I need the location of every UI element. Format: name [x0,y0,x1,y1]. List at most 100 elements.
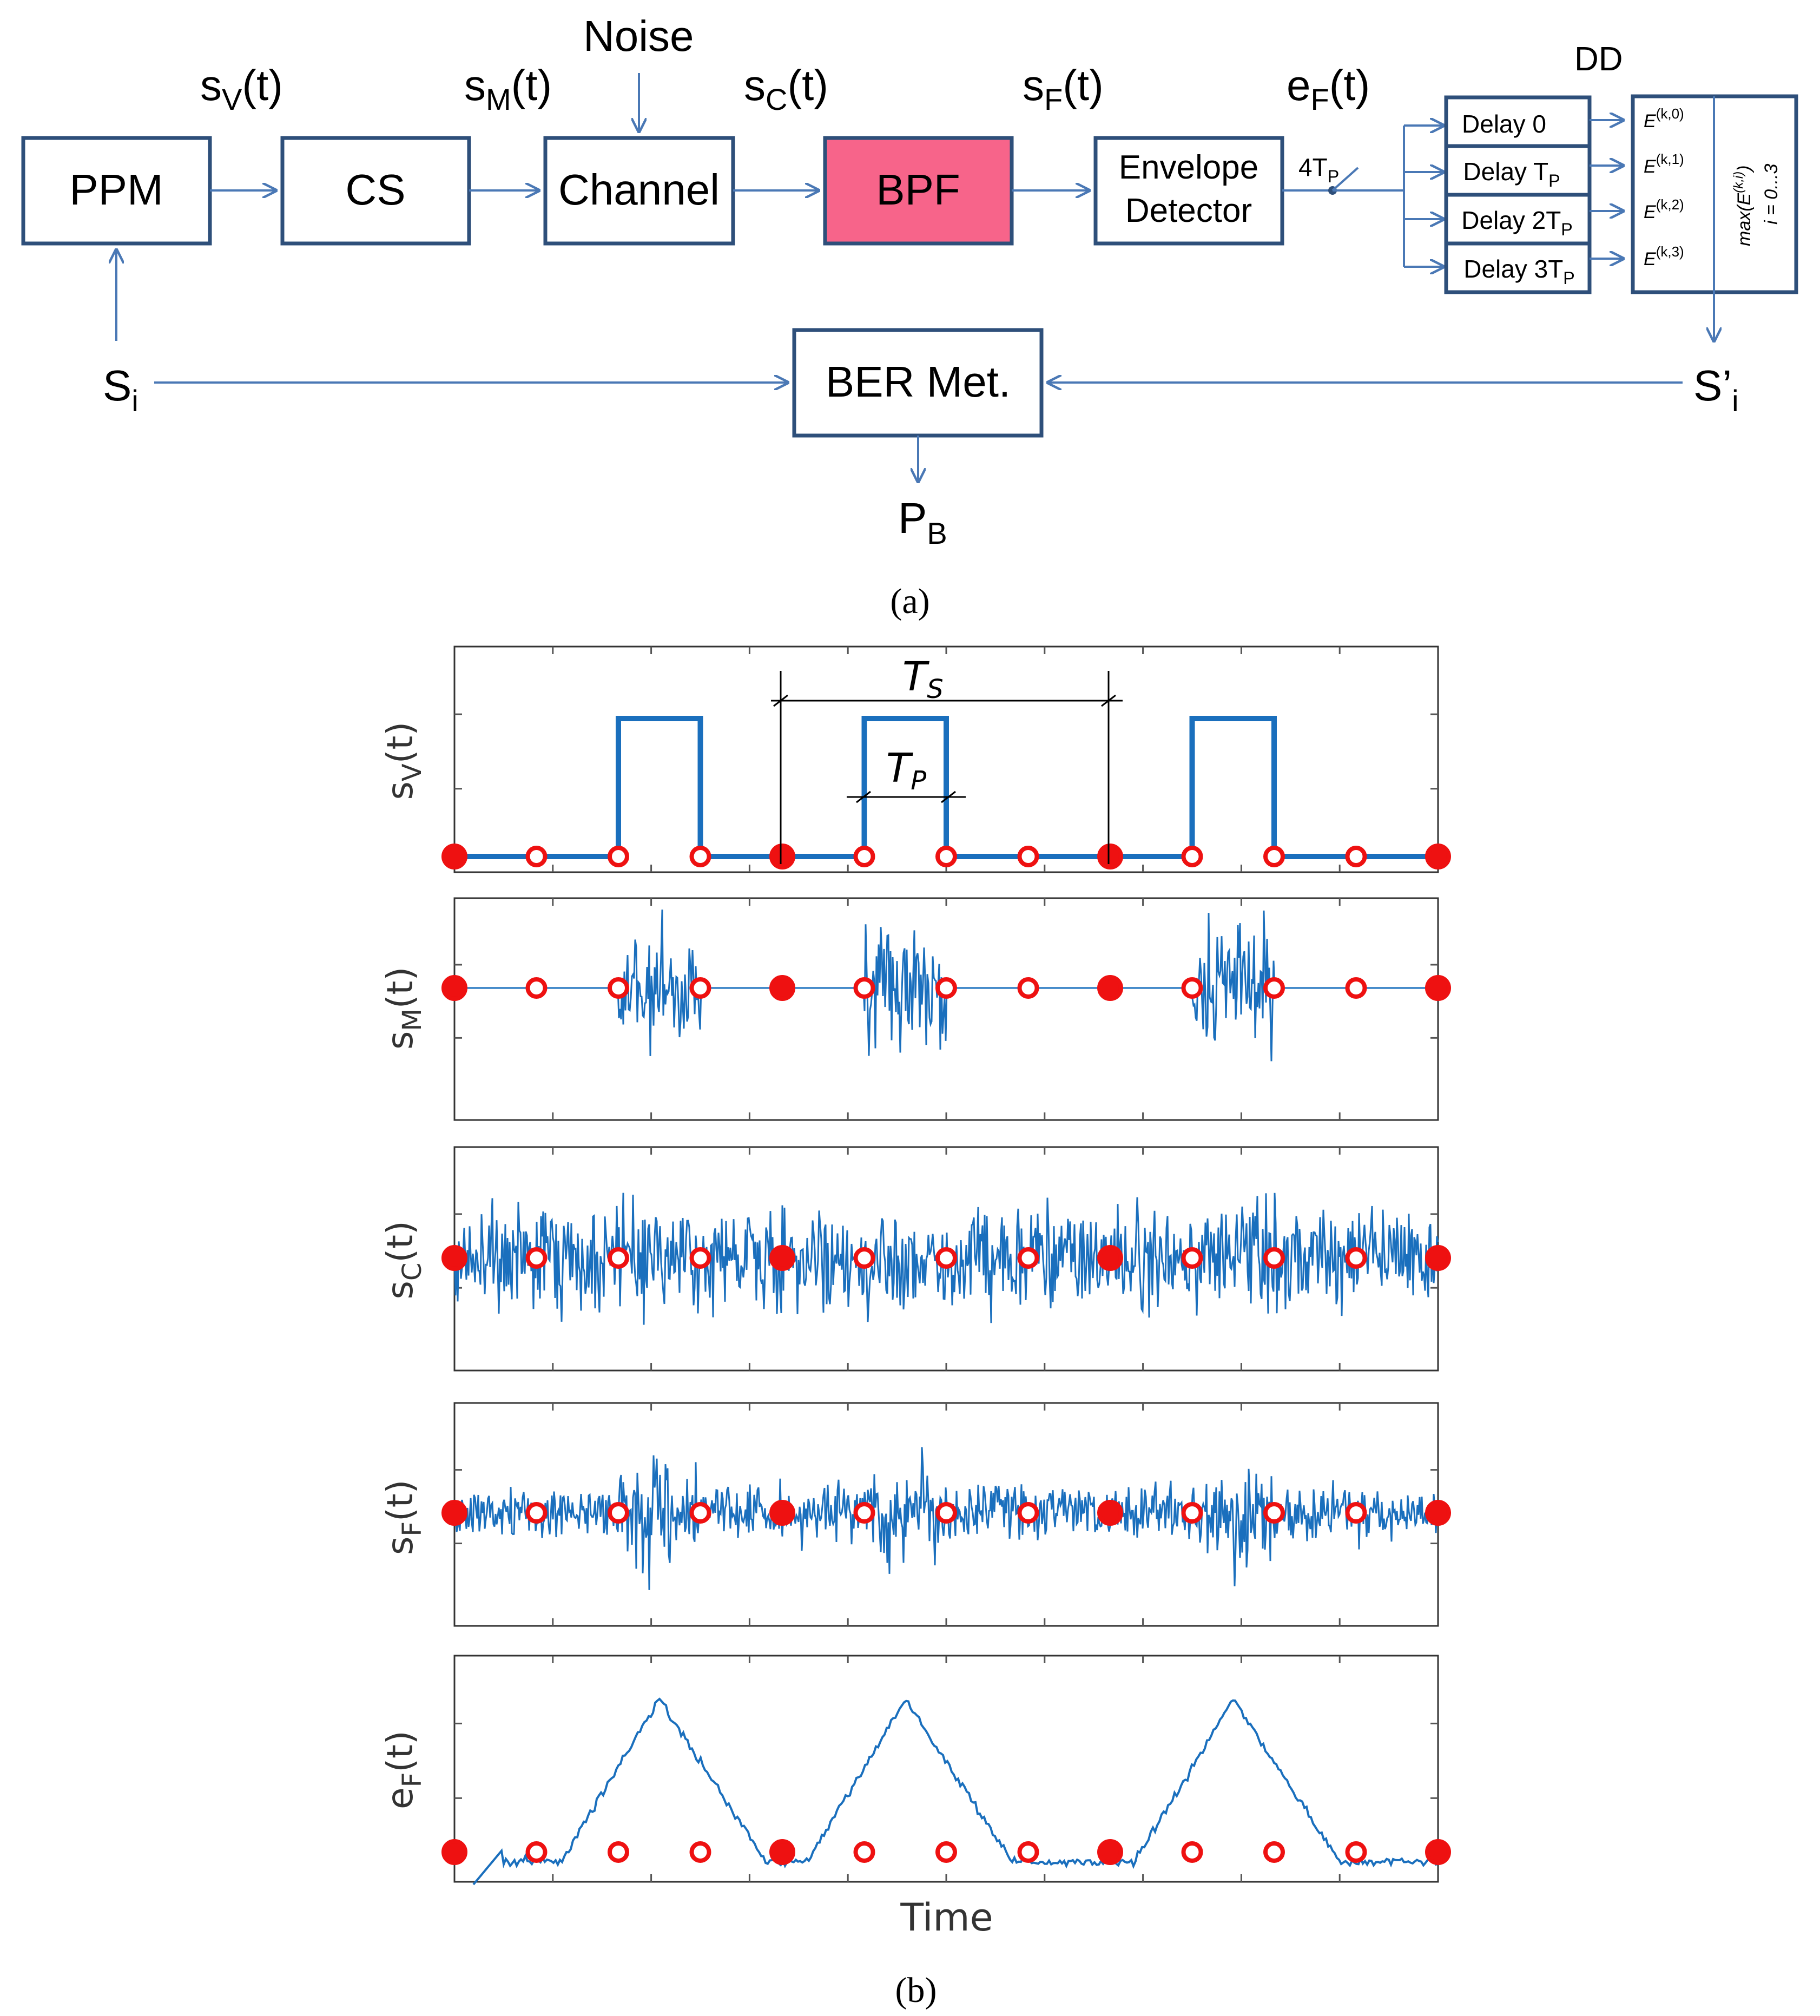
cs-label: CS [345,166,405,214]
symbol-boundary-marker [769,1500,795,1526]
slot-marker [1181,1502,1203,1524]
slot-marker [853,1247,875,1269]
slot-marker [689,846,711,867]
slot-marker [608,1502,629,1524]
y-axis-label-4: sF(t) [379,1480,427,1555]
cs-block [280,136,471,246]
plot-panel-5: eF(t) [379,1655,1451,1886]
symbol-boundary-marker [1097,1245,1123,1271]
channel-block [543,136,735,246]
slot-marker [853,977,875,999]
signal-trace [453,1447,1439,1590]
slot-marker [1345,1502,1367,1524]
block-diagram: sV(t) sM(t) Noise sC(t) sF(t) eF(t) DD P… [21,12,1798,621]
label-spi: S’i [1693,361,1739,418]
symbol-boundary-marker [441,975,467,1001]
slot-marker [1181,1247,1203,1269]
dd-max-expression: max(E(k,i)) i = 0...3 [1731,163,1782,246]
delay-1-label: Delay TP [1463,157,1560,190]
y-axis-label-2: sM(t) [379,967,427,1050]
slot-marker [1263,977,1285,999]
caption-b: (b) [895,1971,937,2010]
slot-marker [1263,1841,1285,1863]
label-ef: eF(t) [1287,61,1370,116]
symbol-boundary-marker [1425,1500,1451,1526]
symbol-boundary-marker [1425,1245,1451,1271]
energy-1: E(k,1) [1644,151,1684,177]
slot-marker [689,1502,711,1524]
delay-1-block [1444,144,1592,197]
label-sv: sV(t) [200,61,283,116]
slot-marker [853,1841,875,1863]
slot-marker [608,1247,629,1269]
slot-marker [1263,1247,1285,1269]
slot-marker [1181,1841,1203,1863]
symbol-boundary-marker [1097,1500,1123,1526]
slot-marker [689,977,711,999]
slot-marker [1345,1841,1367,1863]
ber-label: BER Met. [826,358,1011,406]
slot-marker [935,1841,957,1863]
slot-marker [1345,846,1367,867]
y-axis-label-5: eF(t) [379,1730,427,1809]
plot-panel-1: sV(t) [379,645,1451,873]
slot-marker [1017,977,1039,999]
ber-block [792,328,1044,438]
symbol-boundary-marker [769,975,795,1001]
slot-marker [935,846,957,867]
slot-marker [935,1502,957,1524]
tp-label: TP [886,745,926,796]
slot-marker [853,1502,875,1524]
svg-text:max(E(k,i)): max(E(k,i)) [1731,165,1755,246]
envelope-detector-block [1093,136,1284,246]
delay-2-label: Delay 2TP [1461,206,1573,239]
energy-0: E(k,0) [1644,106,1684,131]
slot-marker [853,846,875,867]
energy-3: E(k,3) [1644,243,1684,269]
signal-trace [472,1697,1437,1886]
slot-marker [525,1247,548,1269]
slot-marker [1017,846,1039,867]
slot-marker [1345,1247,1367,1269]
symbol-boundary-marker [769,1245,795,1271]
label-sc: sC(t) [744,61,828,116]
delay-3-label: Delay 3TP [1463,255,1575,288]
slot-marker [608,846,629,867]
timing-annotations: TS TP [771,654,1123,864]
ppm-block [21,136,212,246]
symbol-boundary-marker [1097,975,1123,1001]
slot-marker [935,977,957,999]
waveform-plots: sV(t) sM(t) sC(t) sF(t) eF(t) [379,645,1451,1886]
slot-marker [1017,1841,1039,1863]
slot-marker [525,977,548,999]
slot-marker [525,1841,548,1863]
svg-text:i = 0...3: i = 0...3 [1761,163,1782,225]
slot-marker [525,1502,548,1524]
plot-panel-4: sF(t) [379,1402,1451,1627]
label-sampler: 4TP [1298,153,1339,186]
label-sm: sM(t) [464,61,552,116]
plot-panel-3: sC(t) [379,1146,1451,1372]
label-pb: PB [898,494,947,550]
signal-trace [454,716,1438,859]
channel-label: Channel [558,166,720,214]
y-axis-label-1: sV(t) [379,722,427,800]
slot-marker [689,1247,711,1269]
symbol-boundary-marker [1425,1839,1451,1865]
slot-marker [525,846,548,867]
delay-0-label: Delay 0 [1462,110,1546,138]
caption-a: (a) [890,582,929,621]
slot-marker [935,1247,957,1269]
slot-marker [608,977,629,999]
ppm-label: PPM [69,166,163,214]
detector-label: Detector [1125,192,1252,229]
symbol-boundary-marker [1425,844,1451,869]
label-noise: Noise [583,12,694,60]
envelope-label: Envelope [1119,149,1259,186]
slot-marker [1263,846,1285,867]
label-dd: DD [1574,41,1623,78]
energy-2: E(k,2) [1644,196,1684,222]
symbol-boundary-marker [769,844,795,869]
signal-trace [454,910,1438,1062]
